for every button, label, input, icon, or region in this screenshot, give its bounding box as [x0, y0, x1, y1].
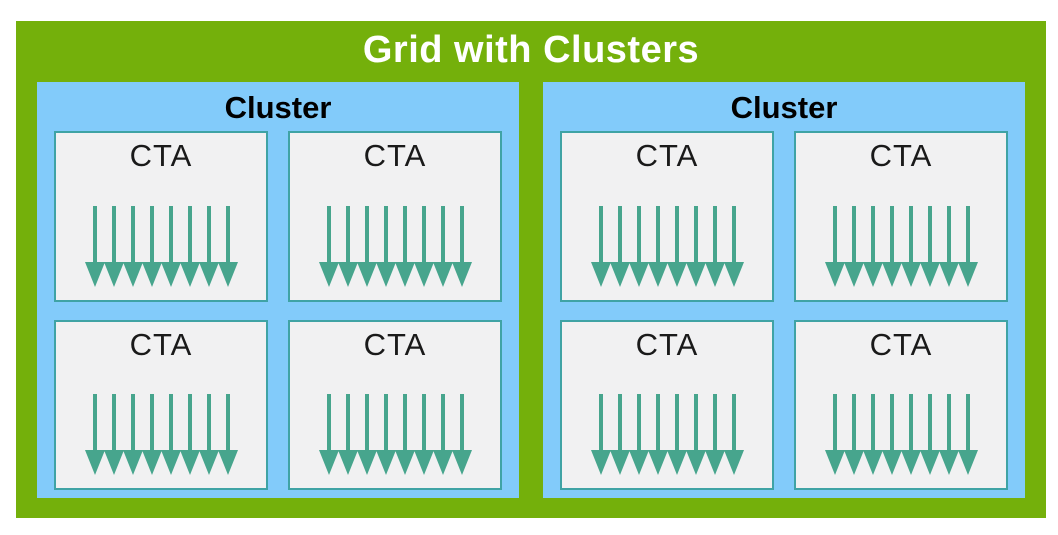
- down-arrow-icon: [824, 205, 845, 287]
- thread-arrows-group: [590, 394, 744, 475]
- down-arrow-icon: [609, 205, 630, 287]
- down-arrow-icon: [356, 394, 377, 475]
- down-arrow-icon: [198, 205, 219, 287]
- down-arrow-icon: [198, 394, 219, 475]
- down-arrow-icon: [413, 205, 434, 287]
- down-arrow-icon: [647, 394, 668, 475]
- cta-box: CTA: [54, 319, 268, 490]
- down-arrow-icon: [919, 394, 940, 475]
- cta-label: CTA: [363, 138, 427, 173]
- down-arrow-icon: [179, 394, 200, 475]
- thread-arrows-group: [824, 205, 978, 287]
- down-arrow-icon: [217, 205, 238, 287]
- cta-label: CTA: [635, 138, 699, 173]
- down-arrow-icon: [704, 394, 725, 475]
- down-arrow-icon: [862, 205, 883, 287]
- down-arrow-icon: [217, 394, 238, 475]
- thread-arrows-group: [84, 205, 238, 287]
- thread-arrows-group: [824, 394, 978, 475]
- down-arrow-icon: [628, 205, 649, 287]
- down-arrow-icon: [160, 205, 181, 287]
- down-arrow-icon: [666, 205, 687, 287]
- down-arrow-icon: [685, 205, 706, 287]
- cta-label: CTA: [129, 326, 193, 362]
- thread-arrows-group: [84, 394, 238, 475]
- down-arrow-icon: [957, 394, 978, 475]
- down-arrow-icon: [394, 205, 415, 287]
- cta-box: CTA: [288, 131, 502, 302]
- down-arrow-icon: [141, 205, 162, 287]
- cta-box: CTA: [288, 319, 502, 490]
- down-arrow-icon: [318, 205, 339, 287]
- down-arrow-icon: [356, 205, 377, 287]
- down-arrow-icon: [141, 394, 162, 475]
- cta-box: CTA: [560, 319, 774, 490]
- down-arrow-icon: [451, 205, 472, 287]
- down-arrow-icon: [451, 394, 472, 475]
- down-arrow-icon: [103, 205, 124, 287]
- down-arrow-icon: [862, 394, 883, 475]
- down-arrow-icon: [590, 394, 611, 475]
- cluster-label: Cluster: [224, 90, 332, 125]
- cta-box: CTA: [794, 131, 1008, 302]
- down-arrow-icon: [843, 394, 864, 475]
- down-arrow-icon: [394, 394, 415, 475]
- down-arrow-icon: [881, 394, 902, 475]
- cta-label: CTA: [869, 138, 933, 173]
- cta-label: CTA: [635, 326, 699, 362]
- down-arrow-icon: [337, 394, 358, 475]
- down-arrow-icon: [723, 205, 744, 287]
- down-arrow-icon: [938, 205, 959, 287]
- down-arrow-icon: [685, 394, 706, 475]
- thread-arrows-group: [590, 205, 744, 287]
- down-arrow-icon: [432, 394, 453, 475]
- down-arrow-icon: [160, 394, 181, 475]
- down-arrow-icon: [723, 394, 744, 475]
- down-arrow-icon: [824, 394, 845, 475]
- down-arrow-icon: [628, 394, 649, 475]
- cta-grid: CTA CTA CTA CTA: [37, 131, 519, 498]
- down-arrow-icon: [609, 394, 630, 475]
- down-arrow-icon: [318, 394, 339, 475]
- down-arrow-icon: [647, 205, 668, 287]
- down-arrow-icon: [666, 394, 687, 475]
- down-arrow-icon: [375, 205, 396, 287]
- cta-label: CTA: [129, 138, 193, 173]
- down-arrow-icon: [938, 394, 959, 475]
- cta-box: CTA: [794, 319, 1008, 490]
- down-arrow-icon: [432, 205, 453, 287]
- cta-box: CTA: [54, 131, 268, 302]
- cluster-label: Cluster: [730, 90, 838, 125]
- down-arrow-icon: [122, 205, 143, 287]
- down-arrow-icon: [843, 205, 864, 287]
- clusters-row: Cluster CTA CTA CTA CTA: [16, 82, 1046, 518]
- down-arrow-icon: [590, 205, 611, 287]
- thread-arrows-group: [318, 205, 472, 287]
- grid-title: Grid with Clusters: [362, 29, 700, 71]
- cta-label: CTA: [363, 326, 427, 362]
- down-arrow-icon: [957, 205, 978, 287]
- down-arrow-icon: [84, 394, 105, 475]
- thread-arrows-group: [318, 394, 472, 475]
- down-arrow-icon: [375, 394, 396, 475]
- down-arrow-icon: [900, 394, 921, 475]
- cta-label: CTA: [869, 326, 933, 362]
- cta-box: CTA: [560, 131, 774, 302]
- down-arrow-icon: [919, 205, 940, 287]
- grid-container: Grid with Clusters Cluster CTA CTA CTA: [16, 21, 1046, 518]
- cta-grid: CTA CTA CTA CTA: [543, 131, 1025, 498]
- down-arrow-icon: [103, 394, 124, 475]
- down-arrow-icon: [179, 205, 200, 287]
- cluster-box-1: Cluster CTA CTA CTA CTA: [37, 82, 519, 498]
- down-arrow-icon: [84, 205, 105, 287]
- cluster-box-2: Cluster CTA CTA CTA CTA: [543, 82, 1025, 498]
- down-arrow-icon: [122, 394, 143, 475]
- down-arrow-icon: [900, 205, 921, 287]
- down-arrow-icon: [881, 205, 902, 287]
- down-arrow-icon: [704, 205, 725, 287]
- down-arrow-icon: [413, 394, 434, 475]
- down-arrow-icon: [337, 205, 358, 287]
